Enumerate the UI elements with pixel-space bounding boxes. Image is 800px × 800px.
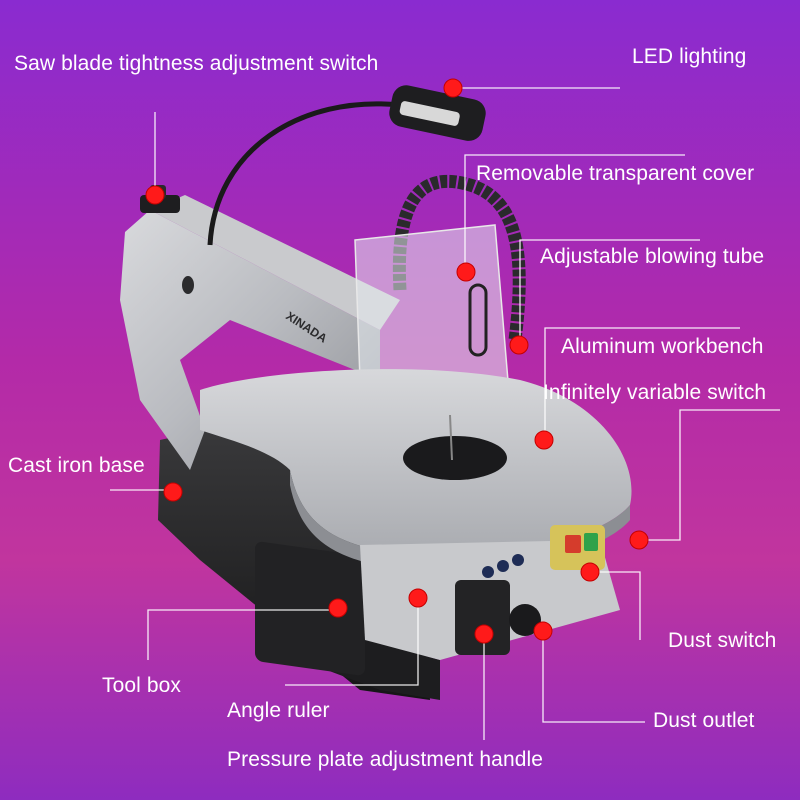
label-aluminum-workbench: Aluminum workbench xyxy=(561,335,764,358)
marker-led xyxy=(443,78,463,98)
label-blowing-tube: Adjustable blowing tube xyxy=(540,245,765,268)
label-saw-blade-tightness: Saw blade tightness adjustment switch xyxy=(14,52,379,75)
label-led-lighting: LED lighting xyxy=(632,45,747,68)
tool-box xyxy=(255,541,365,676)
markers xyxy=(145,78,649,644)
marker-workbench xyxy=(534,430,554,450)
marker-variable-switch xyxy=(629,530,649,550)
marker-cover xyxy=(456,262,476,282)
motor-housing xyxy=(360,525,620,660)
marker-cast-iron xyxy=(163,482,183,502)
label-cast-iron-base: Cast iron base xyxy=(8,454,145,477)
marker-dust-outlet xyxy=(533,621,553,641)
marker-angle-ruler xyxy=(408,588,428,608)
led-gooseneck xyxy=(207,101,401,246)
label-dust-outlet: Dust outlet xyxy=(653,709,755,732)
marker-tool-box xyxy=(328,598,348,618)
label-variable-switch: Infinitely variable switch xyxy=(543,381,767,404)
label-pressure-handle: Pressure plate adjustment handle xyxy=(227,748,544,771)
label-transparent-cover: Removable transparent cover xyxy=(476,162,755,185)
marker-saw-blade xyxy=(145,185,165,205)
leader-lines xyxy=(110,87,780,740)
led-lamp-head xyxy=(389,85,486,141)
marker-blowing-tube xyxy=(509,335,529,355)
blowing-tube xyxy=(392,174,526,341)
marker-dust-switch xyxy=(580,562,600,582)
marker-pressure-handle xyxy=(474,624,494,644)
label-angle-ruler: Angle ruler xyxy=(227,699,330,722)
label-tool-box: Tool box xyxy=(102,674,182,697)
label-dust-switch: Dust switch xyxy=(668,629,777,652)
